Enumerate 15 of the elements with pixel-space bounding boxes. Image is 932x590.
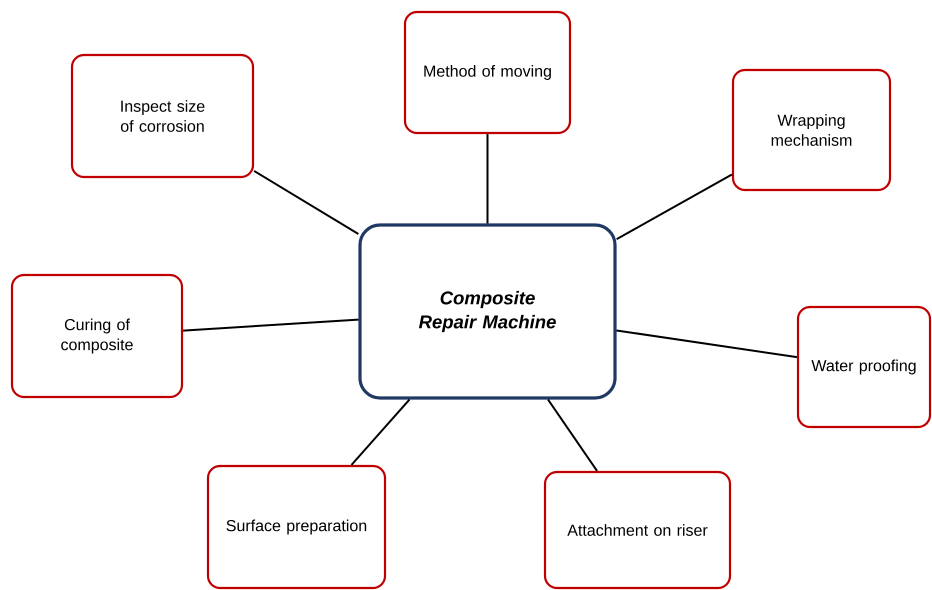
connector-line [547, 399, 598, 472]
connector-line [486, 134, 488, 224]
connector-line [616, 329, 798, 358]
connector-line [350, 398, 410, 466]
topic-box: Water proofing [796, 306, 932, 428]
topic-box: Surface preparation [206, 464, 386, 590]
connector-line [183, 318, 358, 332]
topic-box: Method of moving [404, 10, 572, 134]
topic-box: Wrapping mechanism [732, 68, 892, 192]
topic-box: Inspect size of corrosion [70, 54, 254, 178]
connector-line [616, 174, 732, 240]
central-box: Composite Repair Machine [358, 223, 617, 400]
connector-line [254, 170, 359, 235]
topic-box: Curing of composite [10, 274, 184, 398]
topic-box: Attachment on riser [544, 470, 732, 590]
